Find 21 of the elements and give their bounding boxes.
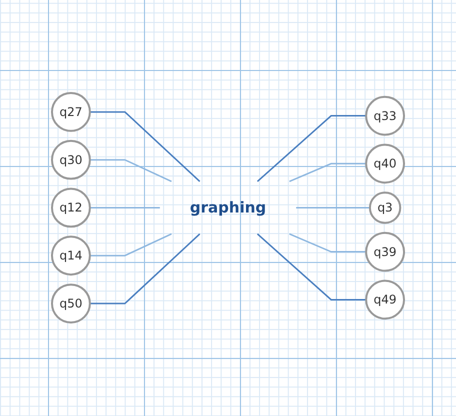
node-circle: q50 (50, 284, 91, 324)
connector (296, 207, 370, 209)
connector (256, 234, 366, 301)
node-circle: q49 (365, 280, 405, 320)
connector (90, 234, 200, 305)
node-circle: q39 (365, 232, 405, 272)
connector (256, 115, 366, 182)
node-circle: q12 (50, 188, 91, 228)
node-circle: q40 (365, 144, 405, 184)
connector (90, 234, 172, 257)
node-circle: q14 (50, 236, 91, 276)
node-text: graphing (190, 198, 266, 217)
connector (289, 163, 366, 182)
connector (90, 207, 160, 209)
node-circle: q30 (50, 140, 91, 180)
connector (90, 159, 172, 182)
node-circle: q33 (365, 96, 405, 136)
connector (289, 234, 366, 253)
connector (90, 111, 200, 182)
node-circle: q27 (50, 92, 91, 132)
node-circle: q3 (368, 192, 402, 224)
